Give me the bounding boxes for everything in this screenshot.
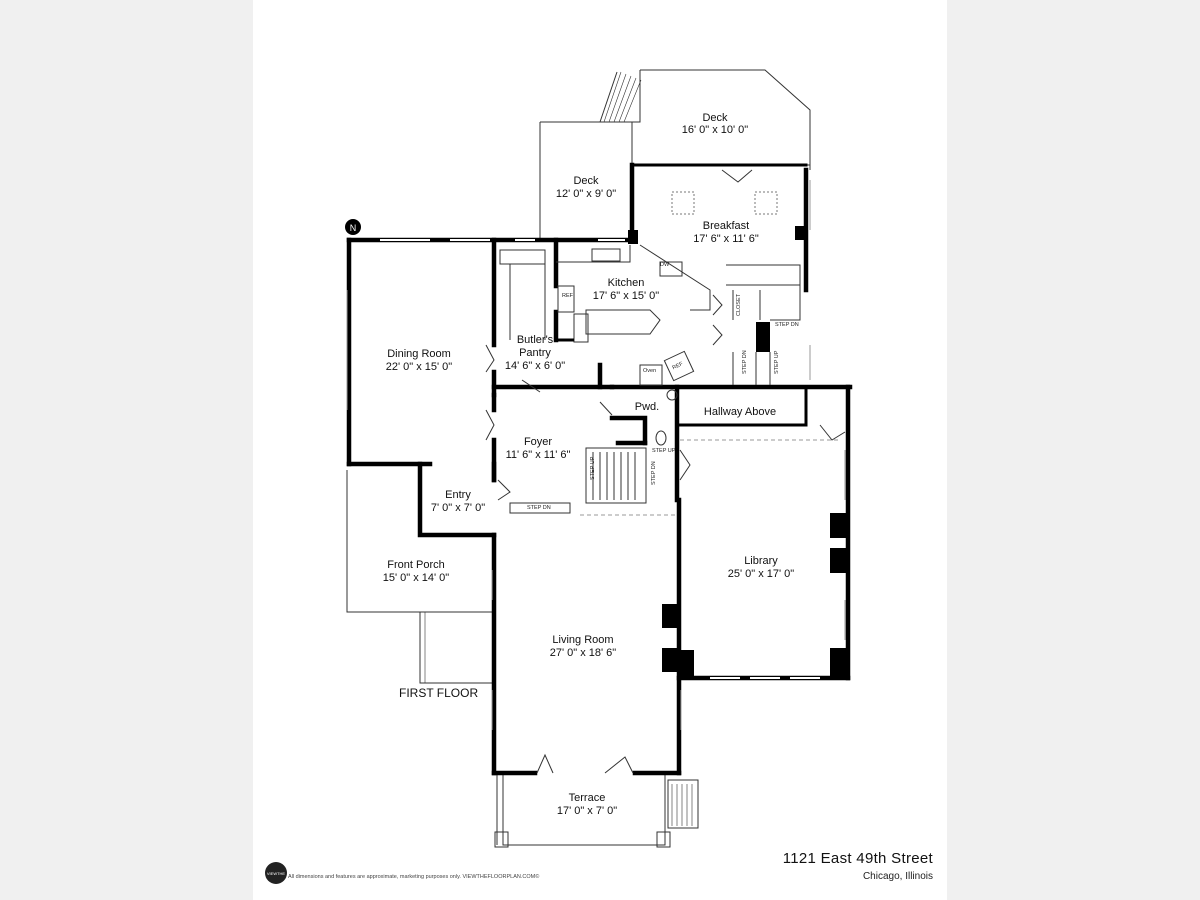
interior-details: [346, 169, 846, 774]
dw-label: DW: [660, 262, 670, 268]
entry-name: Entry: [445, 489, 471, 501]
room-labels: Deck 16' 0" x 10' 0" Deck 12' 0" x 9' 0"…: [383, 112, 795, 817]
disclaimer-text: All dimensions and features are approxim…: [288, 874, 540, 880]
butlers-dims: 14' 6" x 6' 0": [505, 360, 565, 372]
front-porch-name: Front Porch: [387, 559, 444, 571]
ref-label-2: REF: [672, 361, 685, 371]
deck-left-name: Deck: [573, 175, 599, 187]
step-up-foyer-left-label: STEP UP: [590, 456, 596, 480]
step-dn-kitchen-label: STEP DN: [775, 322, 799, 328]
deck-left-dims: 12' 0" x 9' 0": [556, 188, 616, 200]
step-dn-foyer-right-label: STEP DN: [651, 461, 657, 485]
walls: [346, 162, 853, 776]
foyer-name: Foyer: [524, 436, 552, 448]
logo-text: VIEWTHE: [266, 870, 286, 876]
deck-upper-name: Deck: [702, 112, 728, 124]
terrace-dims: 17' 0" x 7' 0": [557, 805, 617, 817]
address-city: Chicago, Illinois: [862, 871, 933, 882]
address-street: 1121 East 49th Street: [782, 850, 933, 867]
breakfast-name: Breakfast: [703, 220, 749, 232]
floor-label: FIRST FLOOR: [399, 686, 478, 700]
library-name: Library: [744, 555, 778, 567]
dining-dims: 22' 0" x 15' 0": [386, 361, 453, 373]
breakfast-dims: 17' 6" x 11' 6": [693, 233, 759, 245]
address-block: 1121 East 49th Street Chicago, Illinois: [700, 850, 933, 882]
front-porch-dims: 15' 0" x 14' 0": [383, 572, 450, 584]
kitchen-name: Kitchen: [608, 277, 645, 289]
library-dims: 25' 0" x 17' 0": [728, 568, 795, 580]
compass-icon: N: [345, 219, 361, 235]
hallway-name: Hallway Above: [704, 406, 776, 418]
dining-name: Dining Room: [387, 348, 451, 360]
floorplan-sheet: [253, 0, 947, 900]
step-dn-rear-label: STEP DN: [742, 350, 748, 374]
butlers-name-2: Pantry: [519, 347, 551, 359]
pwd-name: Pwd.: [635, 401, 659, 413]
step-dn-living-label: STEP DN: [527, 505, 551, 511]
living-name: Living Room: [552, 634, 613, 646]
company-logo-icon: VIEWTHE: [265, 862, 287, 884]
step-up-rear-label: STEP UP: [774, 350, 780, 374]
living-dims: 27' 0" x 18' 6": [550, 647, 617, 659]
entry-dims: 7' 0" x 7' 0": [431, 502, 485, 514]
oven-label: Oven: [643, 368, 656, 374]
deck-upper-dims: 16' 0" x 10' 0": [682, 124, 749, 136]
kitchen-dims: 17' 6" x 15' 0": [593, 290, 660, 302]
svg-text:N: N: [350, 223, 357, 233]
ref-label-1: REF: [562, 293, 574, 299]
foyer-dims: 11' 6" x 11' 6": [506, 449, 571, 461]
butlers-name: Butler's: [517, 334, 554, 346]
step-up-foyer-label: STEP UP: [652, 448, 676, 454]
terrace-name: Terrace: [569, 792, 606, 804]
fixture-labels: REF Oven REF DW CLOSET STEP DN STEP DN S…: [527, 262, 799, 511]
closet-label: CLOSET: [736, 293, 742, 316]
